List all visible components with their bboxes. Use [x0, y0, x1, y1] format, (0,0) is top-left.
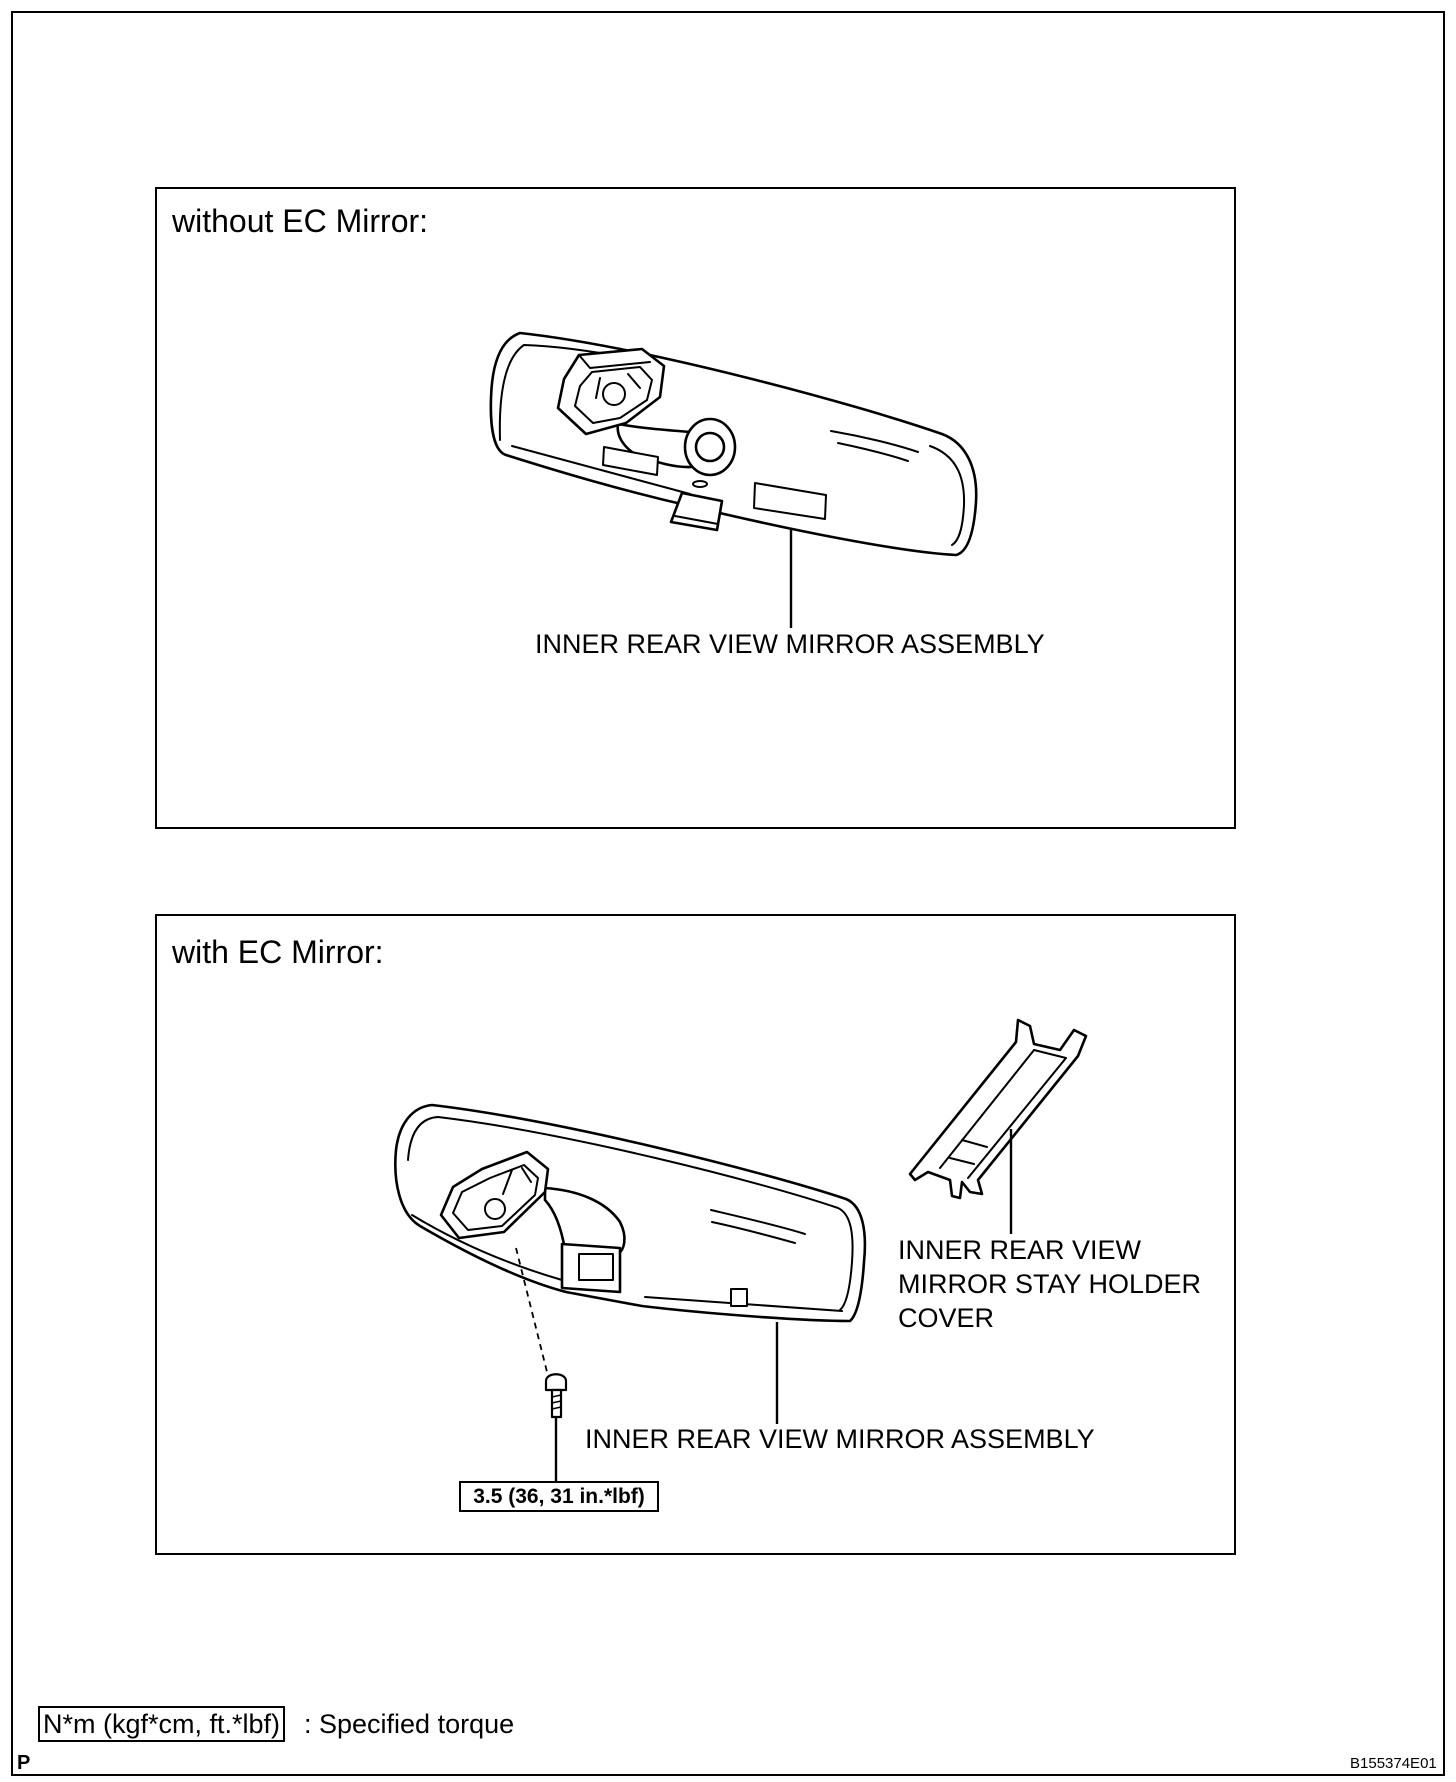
- torque-spec-value: 3.5 (36, 31 in.*lbf): [473, 1485, 645, 1508]
- panel-with-ec-mirror: [155, 914, 1236, 1555]
- top-mirror-assembly-label: INNER REAR VIEW MIRROR ASSEMBLY: [535, 629, 1045, 659]
- legend-torque-units: N*m (kgf*cm, ft.*lbf): [43, 1708, 281, 1739]
- holder-cover-label-line-3: COVER: [898, 1303, 995, 1333]
- legend-torque-units-box: N*m (kgf*cm, ft.*lbf): [38, 1706, 286, 1742]
- panel-title-without-ec: without EC Mirror:: [172, 203, 429, 239]
- panel-without-ec-mirror: [155, 187, 1236, 829]
- holder-cover-label-line-1: INNER REAR VIEW: [898, 1235, 1142, 1265]
- legend-torque-meaning: : Specified torque: [304, 1709, 515, 1739]
- bottom-mirror-assembly-label: INNER REAR VIEW MIRROR ASSEMBLY: [585, 1424, 1095, 1454]
- torque-spec-box: 3.5 (36, 31 in.*lbf): [459, 1481, 659, 1512]
- page-frame: [11, 11, 1445, 1776]
- figure-code: B155374E01: [1350, 1755, 1437, 1772]
- holder-cover-label-line-2: MIRROR STAY HOLDER: [898, 1269, 1202, 1299]
- page-marker: P: [17, 1752, 31, 1774]
- panel-title-with-ec: with EC Mirror:: [172, 934, 384, 970]
